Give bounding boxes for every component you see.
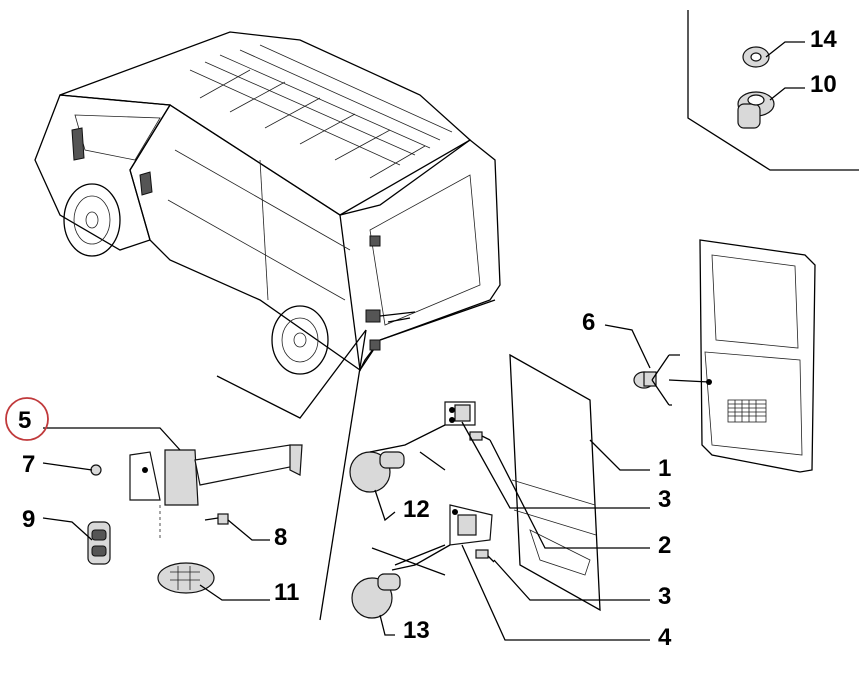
leader-lines [42,41,805,641]
callout-11: 11 [274,579,299,606]
callout-14: 14 [810,26,837,53]
door-skin-part-1 [509,353,601,612]
van-illustration [34,31,501,375]
lower-hinge [449,504,493,546]
bump-stop-part-13 [351,573,401,619]
washer-part-14 [742,46,770,68]
highlight-ring [5,397,49,441]
upper-hinge [444,401,476,426]
callout-3-upper: 3 [658,486,671,513]
callout-1: 1 [658,455,671,482]
leader-6 [604,324,651,369]
rear-door-panel [699,239,816,473]
callout-10: 10 [810,71,837,98]
callout-5: 5 [18,407,31,434]
leader-van-hinges [319,329,367,621]
inset-border [687,10,859,171]
clip-part-10 [737,91,775,129]
bump-stop-part-12 [349,451,405,493]
callout-2: 2 [658,532,671,559]
cover-part-9 [87,521,111,565]
check-strap-part-5 [129,444,303,506]
callout-9: 9 [22,506,35,533]
bolt-part-6 [633,371,657,389]
callout-12: 12 [403,496,430,523]
callout-6: 6 [582,309,595,336]
callout-3-lower: 3 [658,583,671,610]
leader-6-door [651,354,710,406]
callout-13: 13 [403,617,430,644]
callout-8: 8 [274,524,287,551]
upper-hinge-bolt [469,431,491,441]
leader-van-check-strap [216,329,367,419]
callout-7: 7 [22,451,35,478]
nut-part-7 [90,464,102,476]
callout-4: 4 [658,624,672,651]
bolt-part-8 [204,513,229,525]
lower-hinge-bolt [475,549,495,563]
